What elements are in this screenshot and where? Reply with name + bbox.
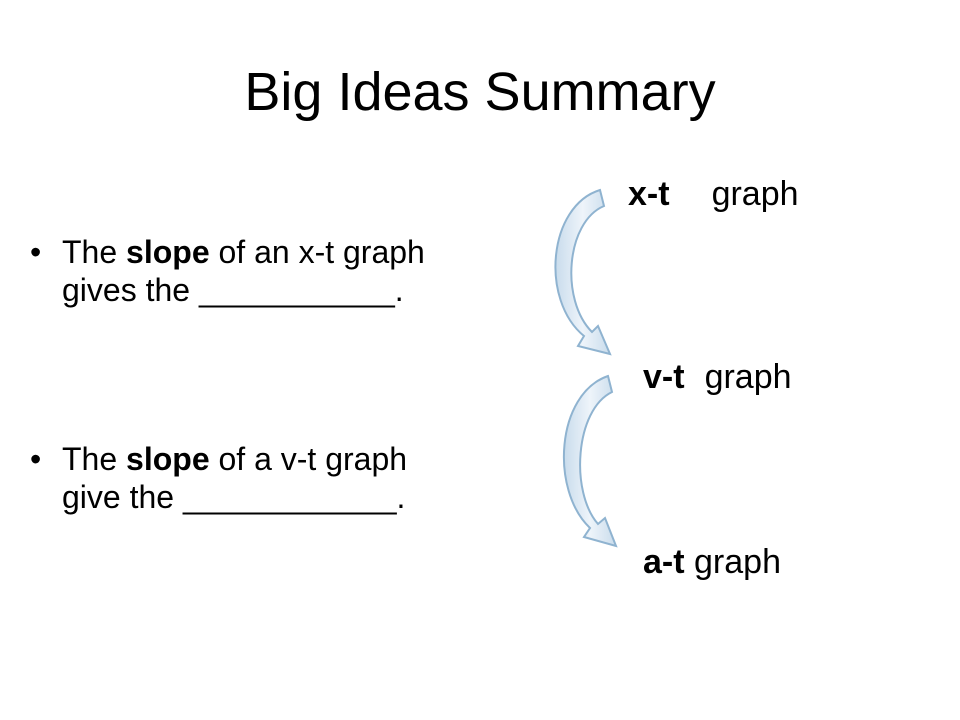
graph-label-bold: a-t	[643, 543, 685, 581]
bullet-text-pre: The	[62, 234, 127, 270]
bullet-text-pre: The	[62, 441, 127, 477]
graph-label-text: graph	[704, 358, 792, 396]
bullet-marker: •	[30, 441, 42, 477]
bullet-text-rest: of a v-t graph	[209, 441, 408, 477]
bullet-marker: •	[30, 234, 42, 270]
bullet-item-1: • The slope of an x-t graph gives the __…	[30, 233, 560, 309]
bullet-text: The slope of a v-t graph give the ______…	[62, 440, 560, 516]
bullet-text-line2: give the ____________.	[62, 479, 406, 515]
bullet-text: The slope of an x-t graph gives the ____…	[62, 233, 560, 309]
bullet-item-2: • The slope of a v-t graph give the ____…	[30, 440, 560, 516]
graph-label-bold: v-t	[643, 358, 685, 396]
bullet-text-rest: of an x-t graph	[209, 234, 425, 270]
bullet-text-bold: slope	[126, 234, 210, 270]
graph-label-vt: v-t graph	[643, 357, 792, 397]
graph-label-text: graph	[694, 543, 781, 581]
slide-title: Big Ideas Summary	[244, 62, 716, 122]
curved-arrow-icon-1	[554, 188, 612, 356]
bullet-text-bold: slope	[126, 441, 210, 477]
curved-arrow-icon-2	[563, 374, 618, 548]
graph-label-text: graph	[711, 175, 799, 213]
graph-label-at: a-t graph	[643, 542, 781, 582]
graph-label-bold: x-t	[628, 175, 670, 213]
bullet-text-line2: gives the ___________.	[62, 272, 404, 308]
graph-label-xt: x-t graph	[628, 174, 799, 214]
